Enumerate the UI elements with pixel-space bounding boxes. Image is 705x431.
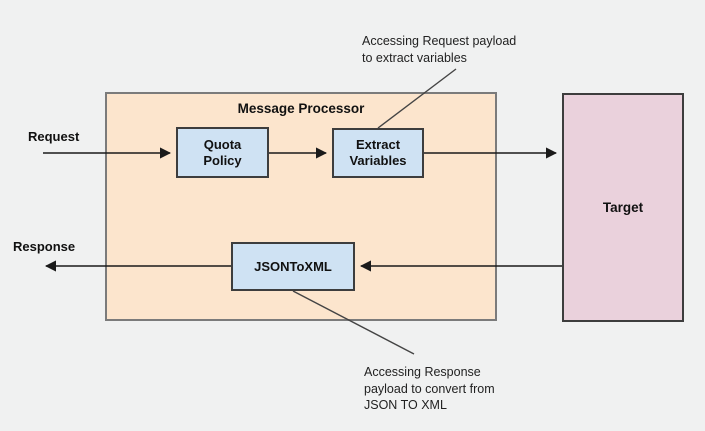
request-payload-annotation: Accessing Request payload to extract var… [362,34,517,65]
message-processor-title: Message Processor [237,101,365,116]
jsontoxml-label: JSONToXML [254,258,332,274]
jsontoxml-node: JSONToXML [231,242,355,291]
request-label: Request [28,129,80,144]
response-label: Response [13,239,76,254]
response-payload-annotation: Accessing Response payload to convert fr… [364,365,495,412]
target-label: Target [602,200,644,215]
quota-policy-node: Quota Policy [176,127,269,178]
target-box: Target [562,93,684,322]
extract-variables-node: Extract Variables [332,128,424,178]
quota-policy-label: Quota Policy [203,136,242,168]
extract-variables-label: Extract Variables [349,137,407,168]
